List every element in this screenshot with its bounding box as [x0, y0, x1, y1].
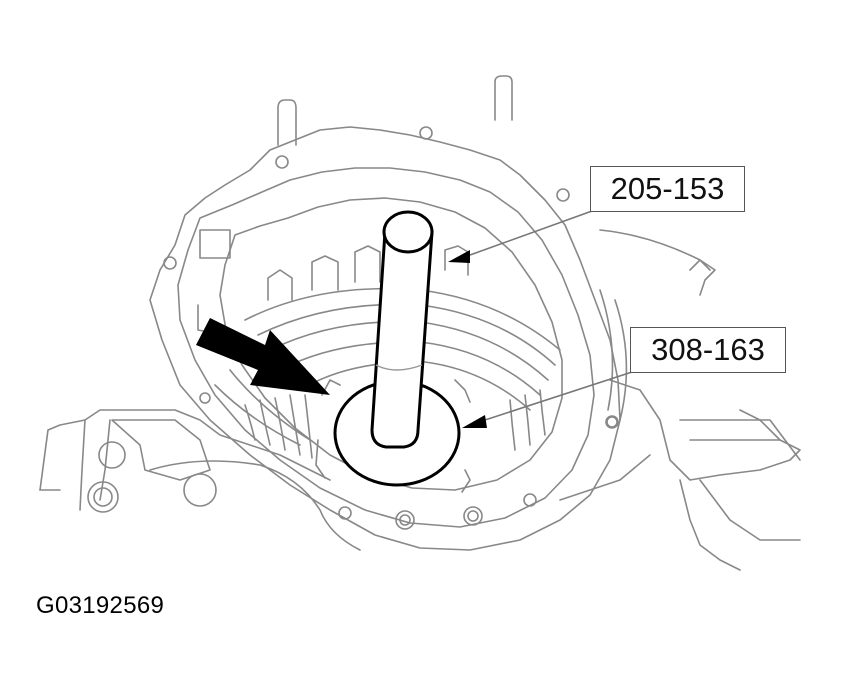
callout-leader-308-163 [462, 371, 633, 428]
callout-text: 205-153 [610, 171, 725, 206]
handle-tool [370, 210, 434, 449]
large-black-arrow-icon [196, 318, 330, 395]
callout-text: 308-163 [651, 332, 765, 367]
right-extension [559, 229, 801, 571]
left-extension [39, 409, 361, 551]
callout-label-308-163: 308-163 [630, 327, 786, 373]
figure-id-label: G03192569 [36, 592, 165, 619]
callout-label-205-153: 205-153 [590, 166, 745, 212]
callout-leader-205-153 [448, 210, 593, 263]
